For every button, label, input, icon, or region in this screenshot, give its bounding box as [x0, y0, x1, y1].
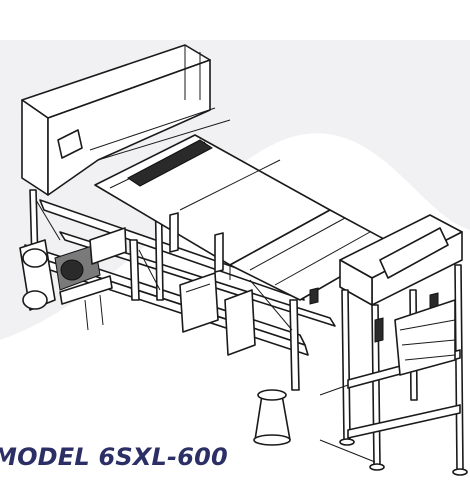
- outfeed-stand: [309, 214, 468, 476]
- drive-motor: [19, 227, 127, 331]
- control-box: [179, 272, 256, 356]
- model-caption: MODEL 6SXL-600: [0, 443, 228, 471]
- sorter-hood: [21, 44, 231, 196]
- conveyor-tray: [94, 134, 396, 301]
- model-caption-text: MODEL 6SXL-600: [0, 443, 228, 471]
